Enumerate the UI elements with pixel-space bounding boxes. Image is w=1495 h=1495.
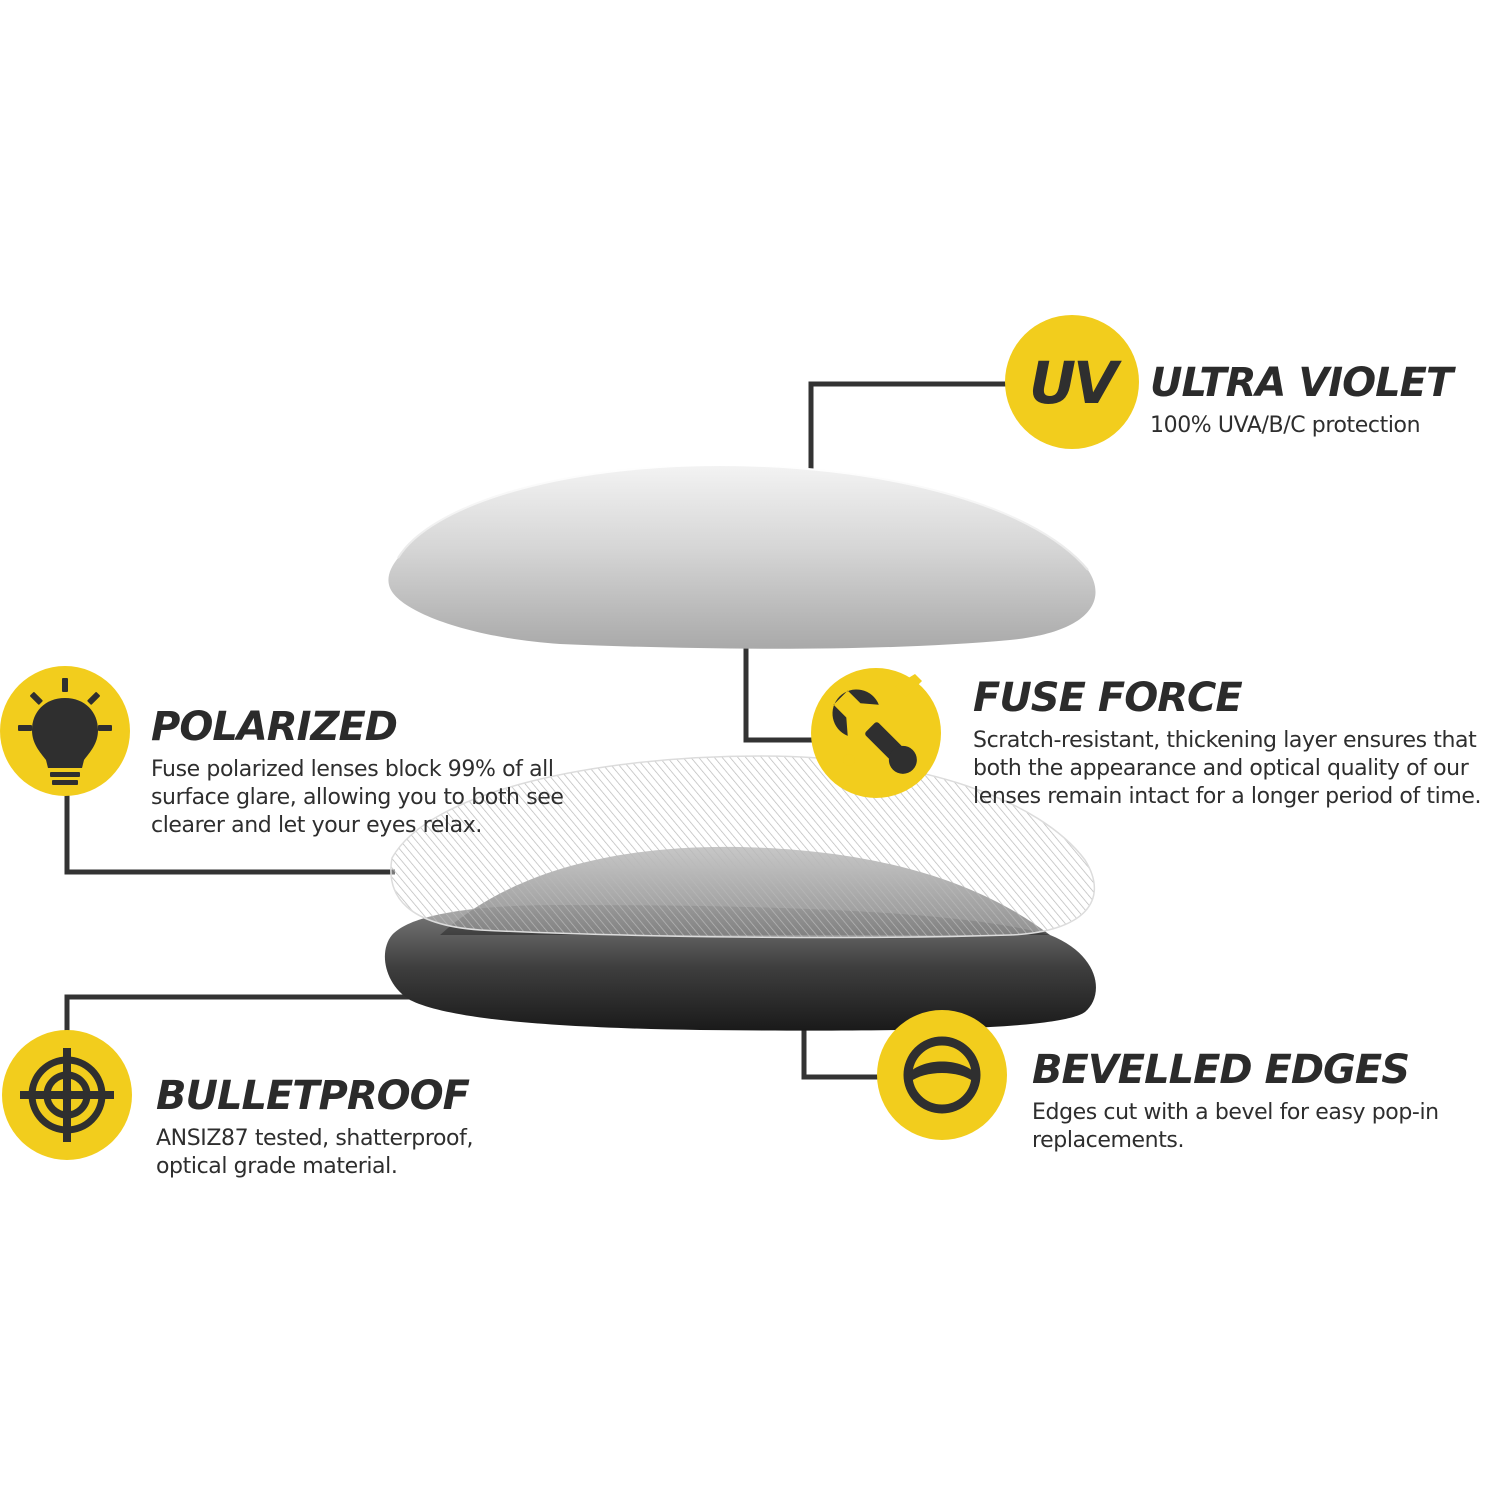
- polarized-film-layer: [390, 755, 1096, 939]
- bevelled-edges-title: BEVELLED EDGES: [1032, 1047, 1410, 1093]
- bulletproof-title: BULLETPROOF: [156, 1073, 470, 1119]
- bevelled-edges-feature: BEVELLED EDGES Edges cut with a bevel fo…: [1032, 1047, 1482, 1155]
- fuse-force-title: FUSE FORCE: [973, 675, 1243, 721]
- uv-badge-text: UV: [1029, 349, 1122, 417]
- fuse-force-description: Scratch-resistant, thickening layer ensu…: [973, 728, 1482, 809]
- polarized-connector-line: [64, 790, 395, 875]
- wrench-icon: [811, 668, 941, 798]
- uv-connector-line: [808, 381, 1012, 508]
- bulletproof-connector-line: [64, 994, 420, 1034]
- bevel-edge-icon: [877, 1010, 1007, 1140]
- light-bulb-icon: [0, 666, 130, 796]
- fuse-force-feature: FUSE FORCE Scratch-resistant, thickening…: [973, 675, 1493, 811]
- top-lens-layer: [388, 463, 1096, 649]
- polarized-feature: POLARIZED Fuse polarized lenses block 99…: [151, 704, 611, 840]
- uv-badge-icon: UV: [1005, 315, 1139, 449]
- bevelled-edges-description: Edges cut with a bevel for easy pop-in r…: [1032, 1100, 1439, 1153]
- bevelled-edges-connector-line: [801, 1030, 882, 1080]
- uv-feature: ULTRA VIOLET 100% UVA/B/C protection: [1150, 360, 1480, 440]
- polarized-title: POLARIZED: [151, 704, 398, 750]
- bulletproof-description: ANSIZ87 tested, shatterproof, optical gr…: [156, 1126, 474, 1179]
- fuse-force-connector-line: [743, 626, 820, 743]
- uv-description: 100% UVA/B/C protection: [1150, 413, 1421, 438]
- uv-title: ULTRA VIOLET: [1150, 360, 1453, 406]
- connector-lines: [64, 381, 1012, 1080]
- polarized-description: Fuse polarized lenses block 99% of all s…: [151, 757, 564, 838]
- crosshair-target-icon: [2, 1030, 132, 1160]
- bulletproof-feature: BULLETPROOF ANSIZ87 tested, shatterproof…: [156, 1073, 536, 1181]
